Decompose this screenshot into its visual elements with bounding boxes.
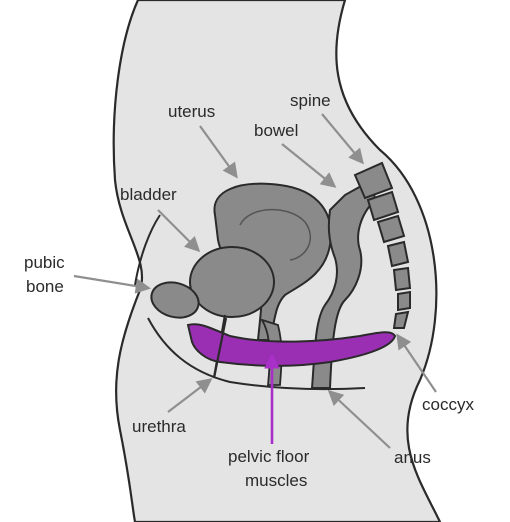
label-urethra: urethra bbox=[132, 417, 186, 436]
label-anus: anus bbox=[394, 448, 431, 467]
bladder-shape bbox=[189, 246, 275, 318]
arrow-urethra bbox=[167, 378, 213, 413]
label-pelvic-floor-line1: pelvic floor bbox=[228, 447, 310, 466]
label-bladder: bladder bbox=[120, 185, 177, 204]
label-pelvic-floor-line2: muscles bbox=[245, 471, 307, 490]
label-bowel: bowel bbox=[254, 121, 298, 140]
label-coccyx: coccyx bbox=[422, 395, 474, 414]
arrow-uterus bbox=[199, 125, 238, 179]
arrow-spine bbox=[321, 113, 364, 165]
arrow-coccyx bbox=[396, 333, 437, 393]
uterus-cavity-line bbox=[239, 208, 311, 261]
label-pubic-bone-line2: bone bbox=[26, 277, 64, 296]
pubic-bone-shape bbox=[150, 281, 200, 319]
label-spine: spine bbox=[290, 91, 331, 110]
arrow-pubic-bone bbox=[73, 274, 152, 294]
abdominal-line bbox=[134, 214, 161, 286]
pelvic-floor-muscles-shape bbox=[186, 323, 397, 367]
arrow-bowel bbox=[281, 143, 337, 188]
pelvic-outline-curve bbox=[147, 317, 366, 391]
label-uterus: uterus bbox=[168, 102, 215, 121]
spine-vertebrae bbox=[353, 161, 412, 329]
arrow-bladder bbox=[157, 209, 201, 253]
arrow-anus bbox=[327, 389, 391, 449]
bowel-shape bbox=[310, 178, 377, 389]
label-pubic-bone-line1: pubic bbox=[24, 253, 65, 272]
urethra-line-overlay bbox=[212, 317, 228, 379]
